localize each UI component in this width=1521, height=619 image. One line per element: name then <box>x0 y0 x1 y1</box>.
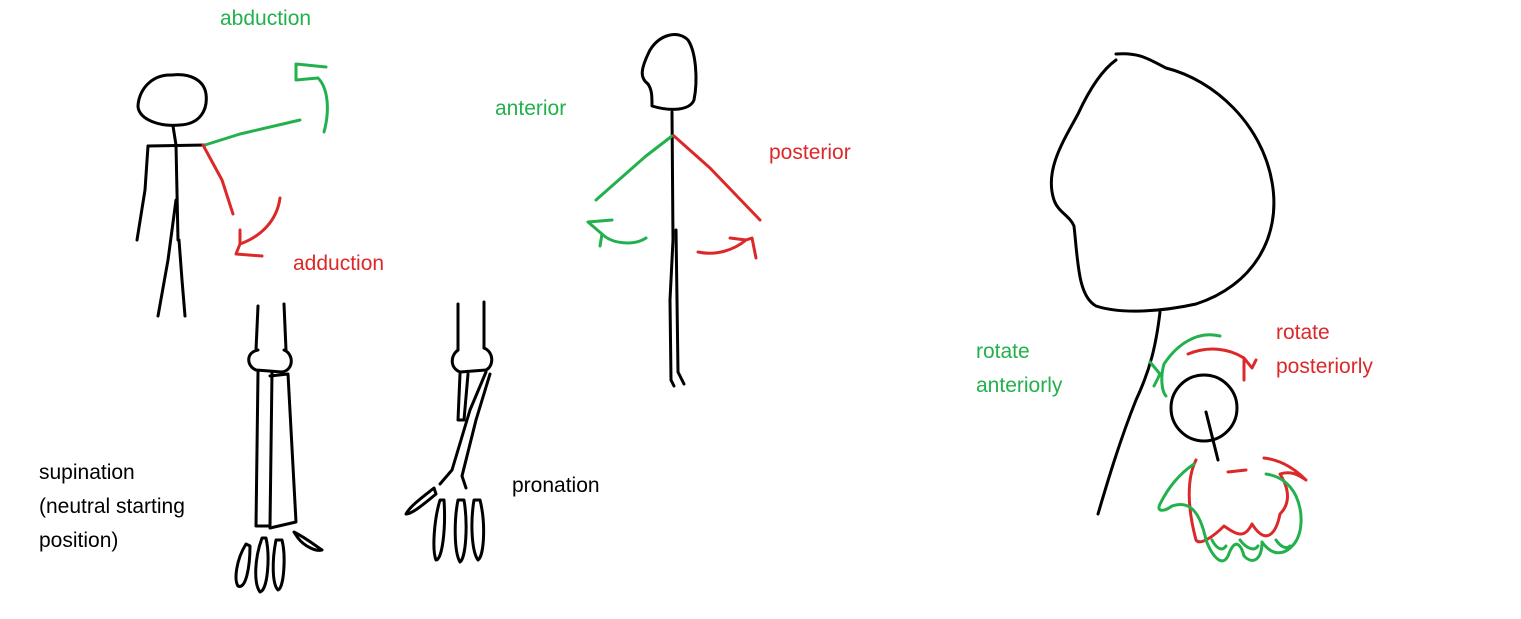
figure-front-right-leg <box>177 238 187 318</box>
label-rotate-anteriorly-line1: rotate <box>976 340 1030 363</box>
pronation-elbow <box>450 346 494 374</box>
label-rotate-posteriorly-line2: posteriorly <box>1276 355 1373 378</box>
abduction-arrow <box>294 62 329 134</box>
label-supination-line1: supination <box>39 461 135 484</box>
adduction-arrow <box>234 196 282 258</box>
hand-red-outline <box>1187 456 1308 544</box>
pronation-radius <box>438 370 492 490</box>
figure-front-neck <box>171 124 178 147</box>
head-and-shoulder <box>1049 52 1308 563</box>
pronation-thumb <box>404 486 438 516</box>
shoulder-joint <box>1169 373 1239 443</box>
neck-and-back <box>1096 310 1162 516</box>
figure-side-body <box>668 110 675 382</box>
pronation-ulna <box>456 372 470 422</box>
supination-radius <box>268 372 298 530</box>
label-anterior: anterior <box>495 97 567 120</box>
stick-figure-front <box>135 62 329 318</box>
large-head-outline <box>1049 52 1276 313</box>
label-adduction: adduction <box>293 252 385 275</box>
rotate-anterior-arrow <box>1148 333 1222 398</box>
forearm-pronation <box>404 300 494 564</box>
label-supination-line2: (neutral starting <box>39 495 185 518</box>
pronation-finger-1 <box>432 498 446 562</box>
figure-side-head <box>640 33 698 111</box>
figure-front-left-arm <box>135 144 150 242</box>
anterior-arm <box>594 134 674 202</box>
rotate-posterior-arrow <box>1186 347 1258 382</box>
supination-thumb <box>292 530 324 552</box>
figure-side-leg <box>669 228 686 388</box>
supination-finger-2 <box>254 536 270 594</box>
label-rotate-posteriorly-line1: rotate <box>1276 321 1330 344</box>
adducted-arm <box>201 143 235 216</box>
supination-finger-1 <box>234 542 252 588</box>
supination-finger-3 <box>271 538 286 592</box>
posterior-arm <box>672 134 762 222</box>
supination-ulna <box>254 370 274 528</box>
figure-front-torso <box>174 143 180 242</box>
posterior-arrow <box>696 236 758 260</box>
pronation-humerus <box>456 300 486 352</box>
upper-arm-line <box>1204 410 1220 462</box>
figure-front-head <box>136 73 208 127</box>
forearm-supination <box>234 302 324 594</box>
supination-humerus <box>254 302 288 352</box>
hand-green-outline <box>1157 462 1303 563</box>
label-pronation: pronation <box>512 474 600 497</box>
stick-figure-side <box>586 33 762 388</box>
pronation-finger-2 <box>453 498 468 564</box>
anterior-arrow <box>586 218 648 248</box>
label-rotate-anteriorly-line2: anteriorly <box>976 374 1063 397</box>
figure-front-left-leg <box>156 198 178 318</box>
label-posterior: posterior <box>769 141 851 164</box>
abducted-arm <box>203 118 302 147</box>
pronation-finger-3 <box>470 498 486 562</box>
label-supination-line3: position) <box>39 529 119 552</box>
label-abduction: abduction <box>220 7 312 30</box>
supination-elbow <box>247 348 293 374</box>
